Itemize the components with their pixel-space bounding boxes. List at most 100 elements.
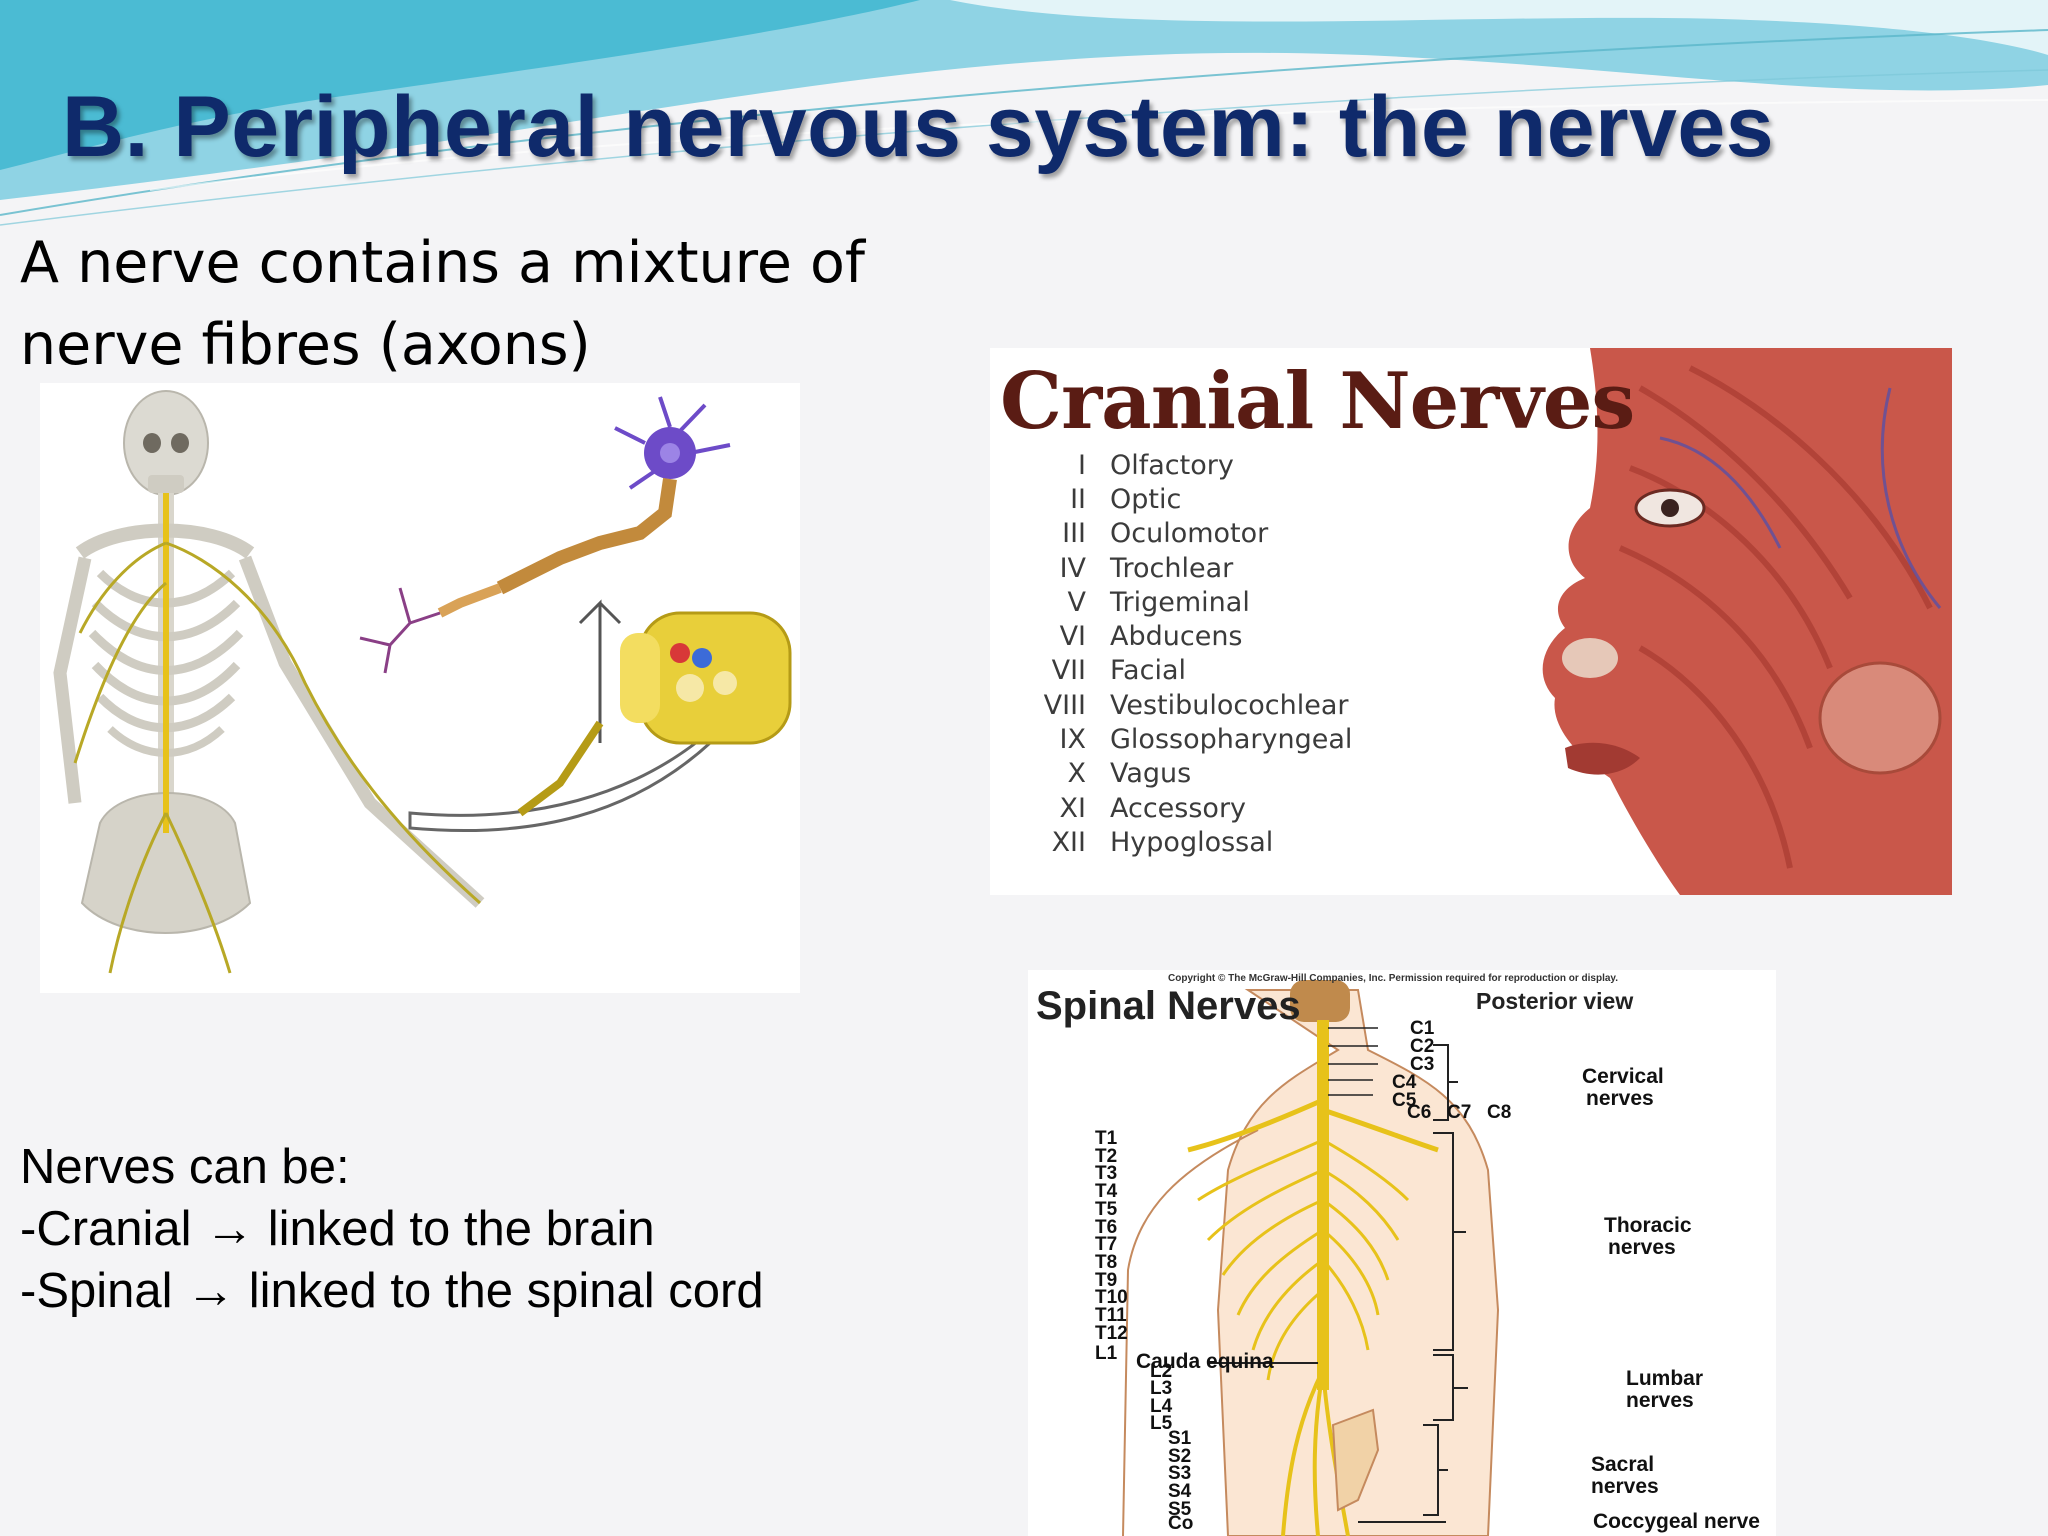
cranial-nerve-row: XII Hypoglossal	[1002, 825, 1352, 859]
cranial-nerve-row: VII Facial	[1002, 654, 1352, 688]
cranial-nerve-row: IX Glossopharyngeal	[1002, 722, 1353, 756]
thoracic-segment-label: T3	[1095, 1163, 1118, 1185]
sacral-segment-label: S5	[1168, 1498, 1192, 1520]
thoracic-segment-label: T6	[1095, 1216, 1118, 1238]
thoracic-segment-label: T1	[1095, 1128, 1118, 1149]
cranial-nerve-number: IX	[1059, 724, 1086, 756]
cervical-segment-label: C3	[1410, 1054, 1435, 1075]
cranial-nerve-name: Vagus	[1110, 758, 1192, 790]
thoracic-segment-label: T9	[1095, 1269, 1118, 1291]
slide-title: B. Peripheral nervous system: the nerves	[62, 79, 1775, 175]
cervical-segment-label: C1	[1410, 1018, 1435, 1039]
face-muscle-image	[1542, 348, 1952, 895]
cervical-segment-label: C8	[1487, 1102, 1512, 1123]
coccygeal-nerve-label: Coccygeal nerve	[1593, 1510, 1760, 1533]
cranial-nerve-number: XI	[1059, 792, 1086, 824]
sacral-nerves-label: Sacral nerves	[1591, 1454, 1659, 1498]
spinal-nerves-panel: Copyright © The McGraw-Hill Companies, I…	[1028, 970, 1776, 1536]
thoracic-segment-label: T2	[1095, 1145, 1118, 1167]
sacral-segment-label: S4	[1168, 1481, 1192, 1503]
coccygeal-segment-label: Co	[1168, 1513, 1194, 1534]
nerve-fibre-illustration	[40, 383, 800, 993]
lumbar-segment-label: L1	[1095, 1343, 1118, 1364]
cranial-nerves-title: Cranial Nerves	[1000, 356, 1635, 447]
cranial-nerve-row: II Optic	[1002, 482, 1352, 516]
cranial-nerve-number: V	[1067, 586, 1086, 618]
sacral-segment-label: S1	[1168, 1428, 1192, 1449]
cervical-segment-label: C4	[1392, 1072, 1417, 1093]
cranial-nerve-row: XI Accessory	[1002, 791, 1352, 825]
lumbar-segment-label: L2	[1150, 1360, 1173, 1382]
lumbar-label-line-2: nerves	[1626, 1389, 1694, 1412]
cranial-nerve-number: I	[1078, 449, 1086, 481]
spinal-nerves-title: Spinal Nerves	[1036, 984, 1301, 1028]
lumbar-label-line-1: Lumbar	[1626, 1367, 1704, 1390]
cranial-nerve-row: III Oculomotor	[1002, 517, 1352, 551]
cervical-segment-label: C7	[1447, 1102, 1472, 1123]
cranial-nerve-number: IV	[1059, 552, 1086, 584]
thoracic-nerves-label: Thoracic nerves	[1604, 1215, 1692, 1259]
thoracic-label-line-2: nerves	[1608, 1236, 1676, 1259]
posterior-view-label: Posterior view	[1476, 988, 1634, 1014]
cranial-nerve-row: IV Trochlear	[1002, 551, 1352, 585]
thoracic-segment-label: T5	[1095, 1198, 1118, 1220]
cranial-nerve-number: XII	[1051, 826, 1086, 858]
cranial-nerve-row: V Trigeminal	[1002, 585, 1352, 619]
cervical-label-line-1: Cervical	[1582, 1065, 1664, 1088]
skeleton-image	[53, 390, 485, 974]
sacral-label-line-2: nerves	[1591, 1475, 1659, 1498]
cranial-nerve-number: VI	[1059, 621, 1086, 653]
copyright-notice: Copyright © The McGraw-Hill Companies, I…	[1168, 973, 1619, 984]
cranial-nerve-row: I Olfactory	[1002, 448, 1352, 482]
intro-text: A nerve contains a mixture of nerve fibr…	[20, 222, 865, 386]
lumbar-segment-label: L5	[1150, 1413, 1173, 1434]
header-wave-background	[0, 0, 2048, 226]
cervical-label-line-2: nerves	[1586, 1087, 1654, 1110]
thoracic-segment-label: T7	[1095, 1234, 1118, 1256]
nerve-types-text: Nerves can be: -Cranial → linked to the …	[20, 1136, 764, 1322]
nerve-types-heading: Nerves can be:	[20, 1140, 350, 1194]
cranial-nerve-number: II	[1070, 483, 1086, 515]
sacral-segment-label: S3	[1168, 1463, 1192, 1485]
cauda-equina-label: Cauda equina	[1136, 1350, 1274, 1373]
lumbar-segment-label: L3	[1150, 1378, 1173, 1399]
nerve-type-spinal: -Spinal → linked to the spinal cord	[20, 1264, 764, 1318]
cranial-nerve-name: Trochlear	[1110, 552, 1234, 584]
thoracic-segment-label: T11	[1095, 1305, 1127, 1326]
cranial-nerve-name: Glossopharyngeal	[1110, 724, 1353, 756]
intro-line-2: nerve fibres (axons)	[20, 312, 591, 378]
sacral-label-line-1: Sacral	[1591, 1453, 1655, 1476]
lumbar-nerves-label: Lumbar nerves	[1626, 1368, 1703, 1412]
nerve-cross-section-image	[517, 611, 792, 817]
cranial-nerve-name: Oculomotor	[1110, 518, 1269, 550]
spinal-cord-image	[1122, 980, 1500, 1536]
thoracic-label-line-1: Thoracic	[1604, 1214, 1692, 1237]
thoracic-segment-label: T4	[1095, 1181, 1118, 1203]
cranial-nerve-name: Hypoglossal	[1110, 826, 1274, 858]
thoracic-segment-label: T12	[1095, 1322, 1128, 1344]
cranial-nerve-number: III	[1062, 518, 1086, 550]
cervical-nerves-label: Cervical nerves	[1582, 1066, 1664, 1110]
lumbar-segment-label: L4	[1150, 1395, 1173, 1417]
cranial-nerve-name: Accessory	[1110, 792, 1247, 824]
cranial-nerve-number: VII	[1051, 655, 1086, 687]
cranial-nerve-name: Optic	[1110, 483, 1182, 515]
nerve-type-cranial: -Cranial → linked to the brain	[20, 1202, 655, 1256]
cervical-segment-label: C6	[1407, 1102, 1432, 1123]
cranial-nerve-number: VIII	[1043, 689, 1086, 721]
sacral-segment-label: S2	[1168, 1445, 1192, 1467]
cranial-nerve-name: Trigeminal	[1110, 586, 1250, 618]
cranial-nerve-name: Olfactory	[1110, 449, 1234, 481]
thoracic-segment-label: T8	[1095, 1251, 1118, 1273]
cranial-nerve-name: Facial	[1110, 655, 1186, 687]
cervical-segment-label: C2	[1410, 1036, 1435, 1057]
cervical-segment-label: C5	[1392, 1090, 1417, 1111]
intro-line-1: A nerve contains a mixture of	[20, 230, 865, 296]
thoracic-segment-label: T10	[1095, 1287, 1128, 1309]
